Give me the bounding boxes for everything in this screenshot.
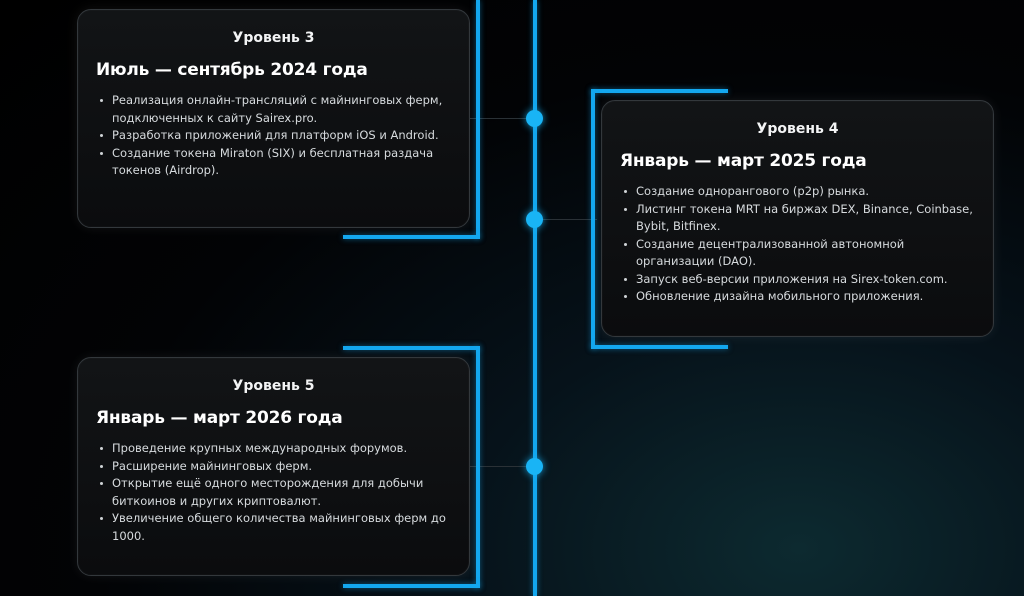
frame-accent: [591, 89, 595, 349]
list-item: Создание одноранговoго (p2p) рынка.: [624, 183, 975, 201]
roadmap-card-level-5: Уровень 5 Январь — март 2026 года Провед…: [77, 357, 470, 576]
card-level-title: Уровень 5: [232, 378, 315, 394]
list-item: Открытие ещё одного месторождения для до…: [100, 475, 451, 510]
list-item: Обновление дизайна мобильного приложения…: [624, 288, 975, 306]
list-item: Листинг токена MRT на биржах DEX, Binanc…: [624, 201, 975, 236]
frame-accent: [591, 345, 728, 349]
roadmap-card-level-3: Уровень 3 Июль — сентябрь 2024 года Реал…: [77, 9, 470, 228]
card-item-list: Реализация онлайн-трансляций с майнингов…: [96, 92, 451, 180]
connector-level-3: [470, 118, 534, 119]
timeline-dot-level-4: [526, 211, 543, 228]
frame-accent: [476, 346, 480, 588]
frame-accent: [343, 346, 480, 350]
frame-accent: [476, 0, 480, 239]
timeline-line: [533, 0, 537, 596]
roadmap-card-level-4: Уровень 4 Январь — март 2025 года Создан…: [601, 100, 994, 337]
list-item: Создание токена Miraton (SIX) и бесплатн…: [100, 145, 451, 180]
frame-accent: [591, 89, 728, 93]
list-item: Увеличение общего количества майнинговых…: [100, 510, 451, 545]
list-item: Проведение крупных международных форумов…: [100, 440, 451, 458]
card-period: Январь — март 2026 года: [96, 408, 343, 428]
frame-accent: [343, 235, 480, 239]
card-period: Июль — сентябрь 2024 года: [96, 60, 368, 80]
timeline-dot-level-5: [526, 458, 543, 475]
list-item: Запуск веб-версии приложения на Sirex-to…: [624, 271, 975, 289]
list-item: Разработка приложений для платформ iOS и…: [100, 127, 451, 145]
frame-accent: [343, 584, 480, 588]
list-item: Создание децентрализованной автономной о…: [624, 236, 975, 271]
card-period: Январь — март 2025 года: [620, 151, 867, 171]
card-level-title: Уровень 4: [756, 121, 839, 137]
timeline-dot-level-3: [526, 110, 543, 127]
connector-level-4: [537, 219, 597, 220]
list-item: Расширение майнинговых ферм.: [100, 458, 451, 476]
connector-level-5: [470, 466, 534, 467]
card-item-list: Проведение крупных международных форумов…: [96, 440, 451, 545]
card-item-list: Создание одноранговoго (p2p) рынка. Лист…: [620, 183, 975, 306]
list-item: Реализация онлайн-трансляций с майнингов…: [100, 92, 451, 127]
card-level-title: Уровень 3: [232, 30, 315, 46]
